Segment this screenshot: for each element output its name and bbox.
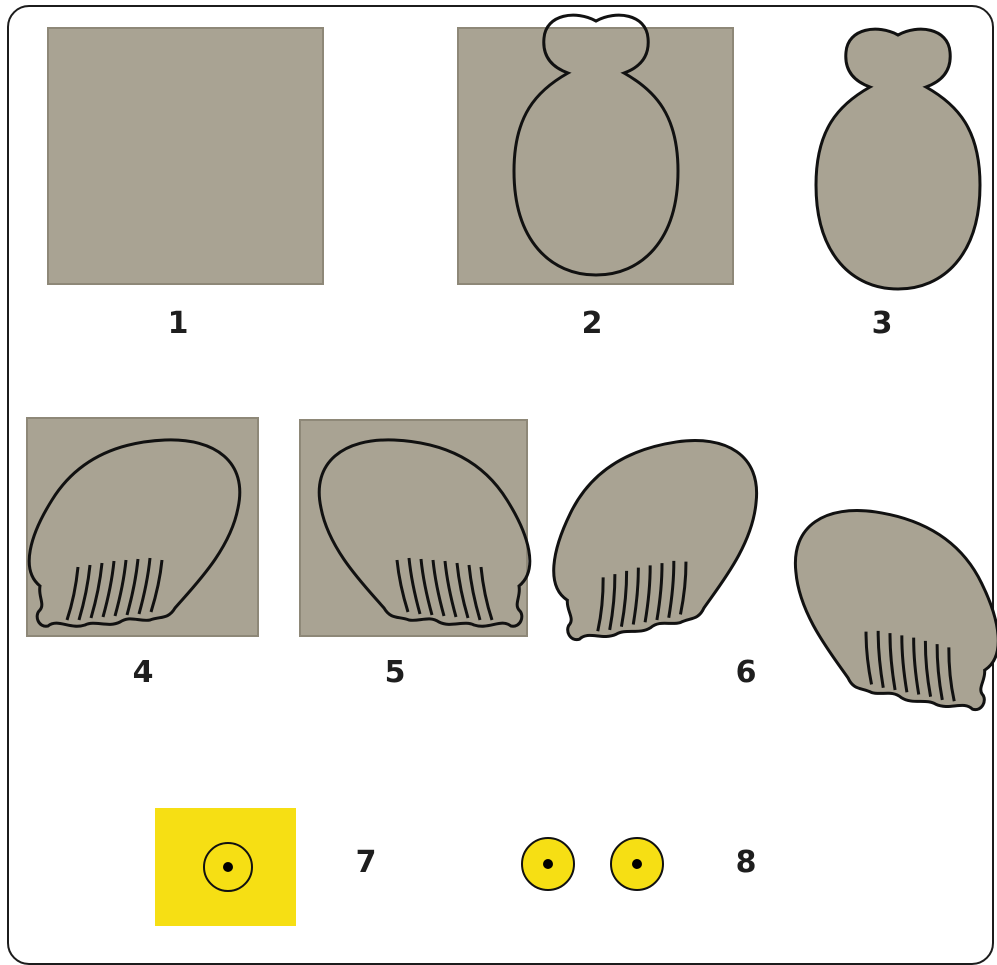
step-8-number: 8 <box>736 848 757 878</box>
pupil-icon <box>632 859 642 869</box>
step-3-number: 3 <box>872 309 893 339</box>
body-cutout-icon <box>816 29 980 289</box>
step-5-number: 5 <box>385 658 406 688</box>
pupil-icon <box>223 862 233 872</box>
step-7-number: 7 <box>356 848 377 878</box>
felt-square-icon <box>458 28 733 284</box>
step-1-number: 1 <box>168 309 189 339</box>
step-6-number: 6 <box>736 658 757 688</box>
craft-steps-illustration <box>0 0 997 944</box>
step-2-number: 2 <box>582 309 603 339</box>
step-4-number: 4 <box>133 658 154 688</box>
felt-square-icon <box>300 420 527 636</box>
wing-cutout-icon <box>541 434 770 641</box>
wing-cutout-icon <box>782 504 997 711</box>
pupil-icon <box>543 859 553 869</box>
felt-square-icon <box>48 28 323 284</box>
